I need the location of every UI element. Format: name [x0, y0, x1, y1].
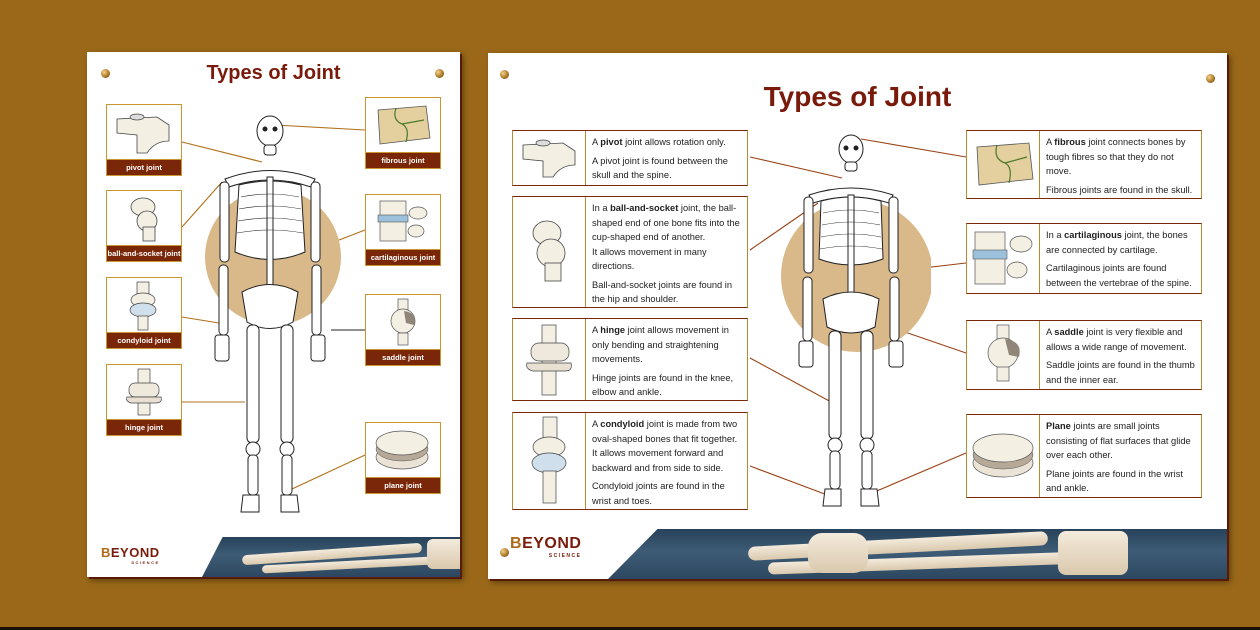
label-card-hinge-joint: hinge joint	[106, 364, 182, 436]
poster-types-of-joint-landscape: Types of Joint	[488, 53, 1227, 579]
label-card-condyloid-joint: condyloid joint	[106, 277, 182, 349]
plane-joint-illustration	[967, 415, 1040, 497]
pin-icon	[500, 548, 509, 557]
hinge-joint-illustration	[107, 365, 181, 419]
label-cartilaginous-joint: cartilaginous joint	[366, 249, 440, 265]
poster-title: Types of Joint	[763, 81, 952, 112]
info-card-hinge-joint: A hinge joint allows movement in only be…	[512, 318, 748, 401]
label-card-fibrous-joint: fibrous joint	[365, 97, 441, 169]
label-pivot-joint: pivot joint	[107, 159, 181, 175]
label-card-plane-joint: plane joint	[365, 422, 441, 494]
poster-footer: BEYOND SCIENCE	[87, 537, 460, 577]
fibrous-joint-illustration	[967, 131, 1040, 198]
label-fibrous-joint: fibrous joint	[366, 152, 440, 168]
info-card-cartilaginous-joint: In a cartilaginous joint, the bones are …	[966, 223, 1202, 294]
hinge-joint-illustration	[513, 319, 586, 400]
pin-icon	[1206, 74, 1215, 83]
saddle-joint-description: A saddle joint is very flexible and allo…	[1046, 327, 1195, 385]
info-card-plane-joint: Plane joints are small joints consisting…	[966, 414, 1202, 498]
plane-joint-illustration	[366, 423, 440, 477]
info-card-condyloid-joint: A condyloid joint is made from two oval-…	[512, 412, 748, 510]
cartilaginous-joint-illustration	[366, 195, 440, 249]
label-condyloid-joint: condyloid joint	[107, 332, 181, 348]
beyond-science-logo: BEYOND SCIENCE	[510, 535, 582, 559]
info-card-ball-and-socket-joint: In a ball-and-socket joint, the ball-sha…	[512, 196, 748, 308]
arm-bones-photo	[608, 529, 1227, 579]
poster-title: Types of Joint	[206, 62, 341, 84]
pin-icon	[435, 69, 444, 78]
poster-footer: BEYOND SCIENCE	[488, 529, 1227, 579]
pin-icon	[500, 70, 509, 79]
plane-joint-description: Plane joints are small joints consisting…	[1046, 421, 1191, 493]
label-ball-and-socket-joint: ball-and-socket joint	[107, 245, 181, 261]
cartilaginous-joint-illustration	[967, 224, 1040, 293]
arm-bones-photo	[202, 537, 460, 577]
cartilaginous-joint-description: In a cartilaginous joint, the bones are …	[1046, 230, 1192, 288]
label-card-pivot-joint: pivot joint	[106, 104, 182, 176]
beyond-science-logo: BEYOND SCIENCE	[101, 545, 160, 565]
pivot-joint-illustration	[107, 105, 181, 159]
label-saddle-joint: saddle joint	[366, 349, 440, 365]
label-card-cartilaginous-joint: cartilaginous joint	[365, 194, 441, 266]
saddle-joint-illustration	[967, 321, 1040, 389]
fibrous-joint-illustration	[366, 98, 440, 152]
skeleton-illustration	[771, 131, 933, 511]
condyloid-joint-description: A condyloid joint is made from two oval-…	[592, 419, 738, 506]
info-card-pivot-joint: A pivot joint allows rotation only. A pi…	[512, 130, 748, 186]
saddle-joint-illustration	[366, 295, 440, 349]
label-hinge-joint: hinge joint	[107, 419, 181, 435]
label-plane-joint: plane joint	[366, 477, 440, 493]
skeleton-illustration	[197, 107, 347, 517]
fibrous-joint-description: A fibrous joint connects bones by tough …	[1046, 137, 1193, 195]
bottom-edge	[0, 627, 1260, 630]
poster-types-of-joint-portrait: Types of Joint	[87, 52, 460, 577]
ball-and-socket-joint-illustration	[107, 191, 181, 245]
hinge-joint-description: A hinge joint allows movement in only be…	[592, 325, 734, 397]
condyloid-joint-illustration	[513, 413, 586, 509]
pivot-joint-illustration	[513, 131, 586, 185]
info-card-saddle-joint: A saddle joint is very flexible and allo…	[966, 320, 1202, 390]
ball-and-socket-joint-description: In a ball-and-socket joint, the ball-sha…	[592, 203, 740, 304]
info-card-fibrous-joint: A fibrous joint connects bones by tough …	[966, 130, 1202, 199]
label-card-ball-and-socket-joint: ball-and-socket joint	[106, 190, 182, 262]
condyloid-joint-illustration	[107, 278, 181, 332]
pivot-joint-description: A pivot joint allows rotation only. A pi…	[592, 137, 728, 180]
ball-and-socket-joint-illustration	[513, 197, 586, 307]
pin-icon	[101, 69, 110, 78]
label-card-saddle-joint: saddle joint	[365, 294, 441, 366]
